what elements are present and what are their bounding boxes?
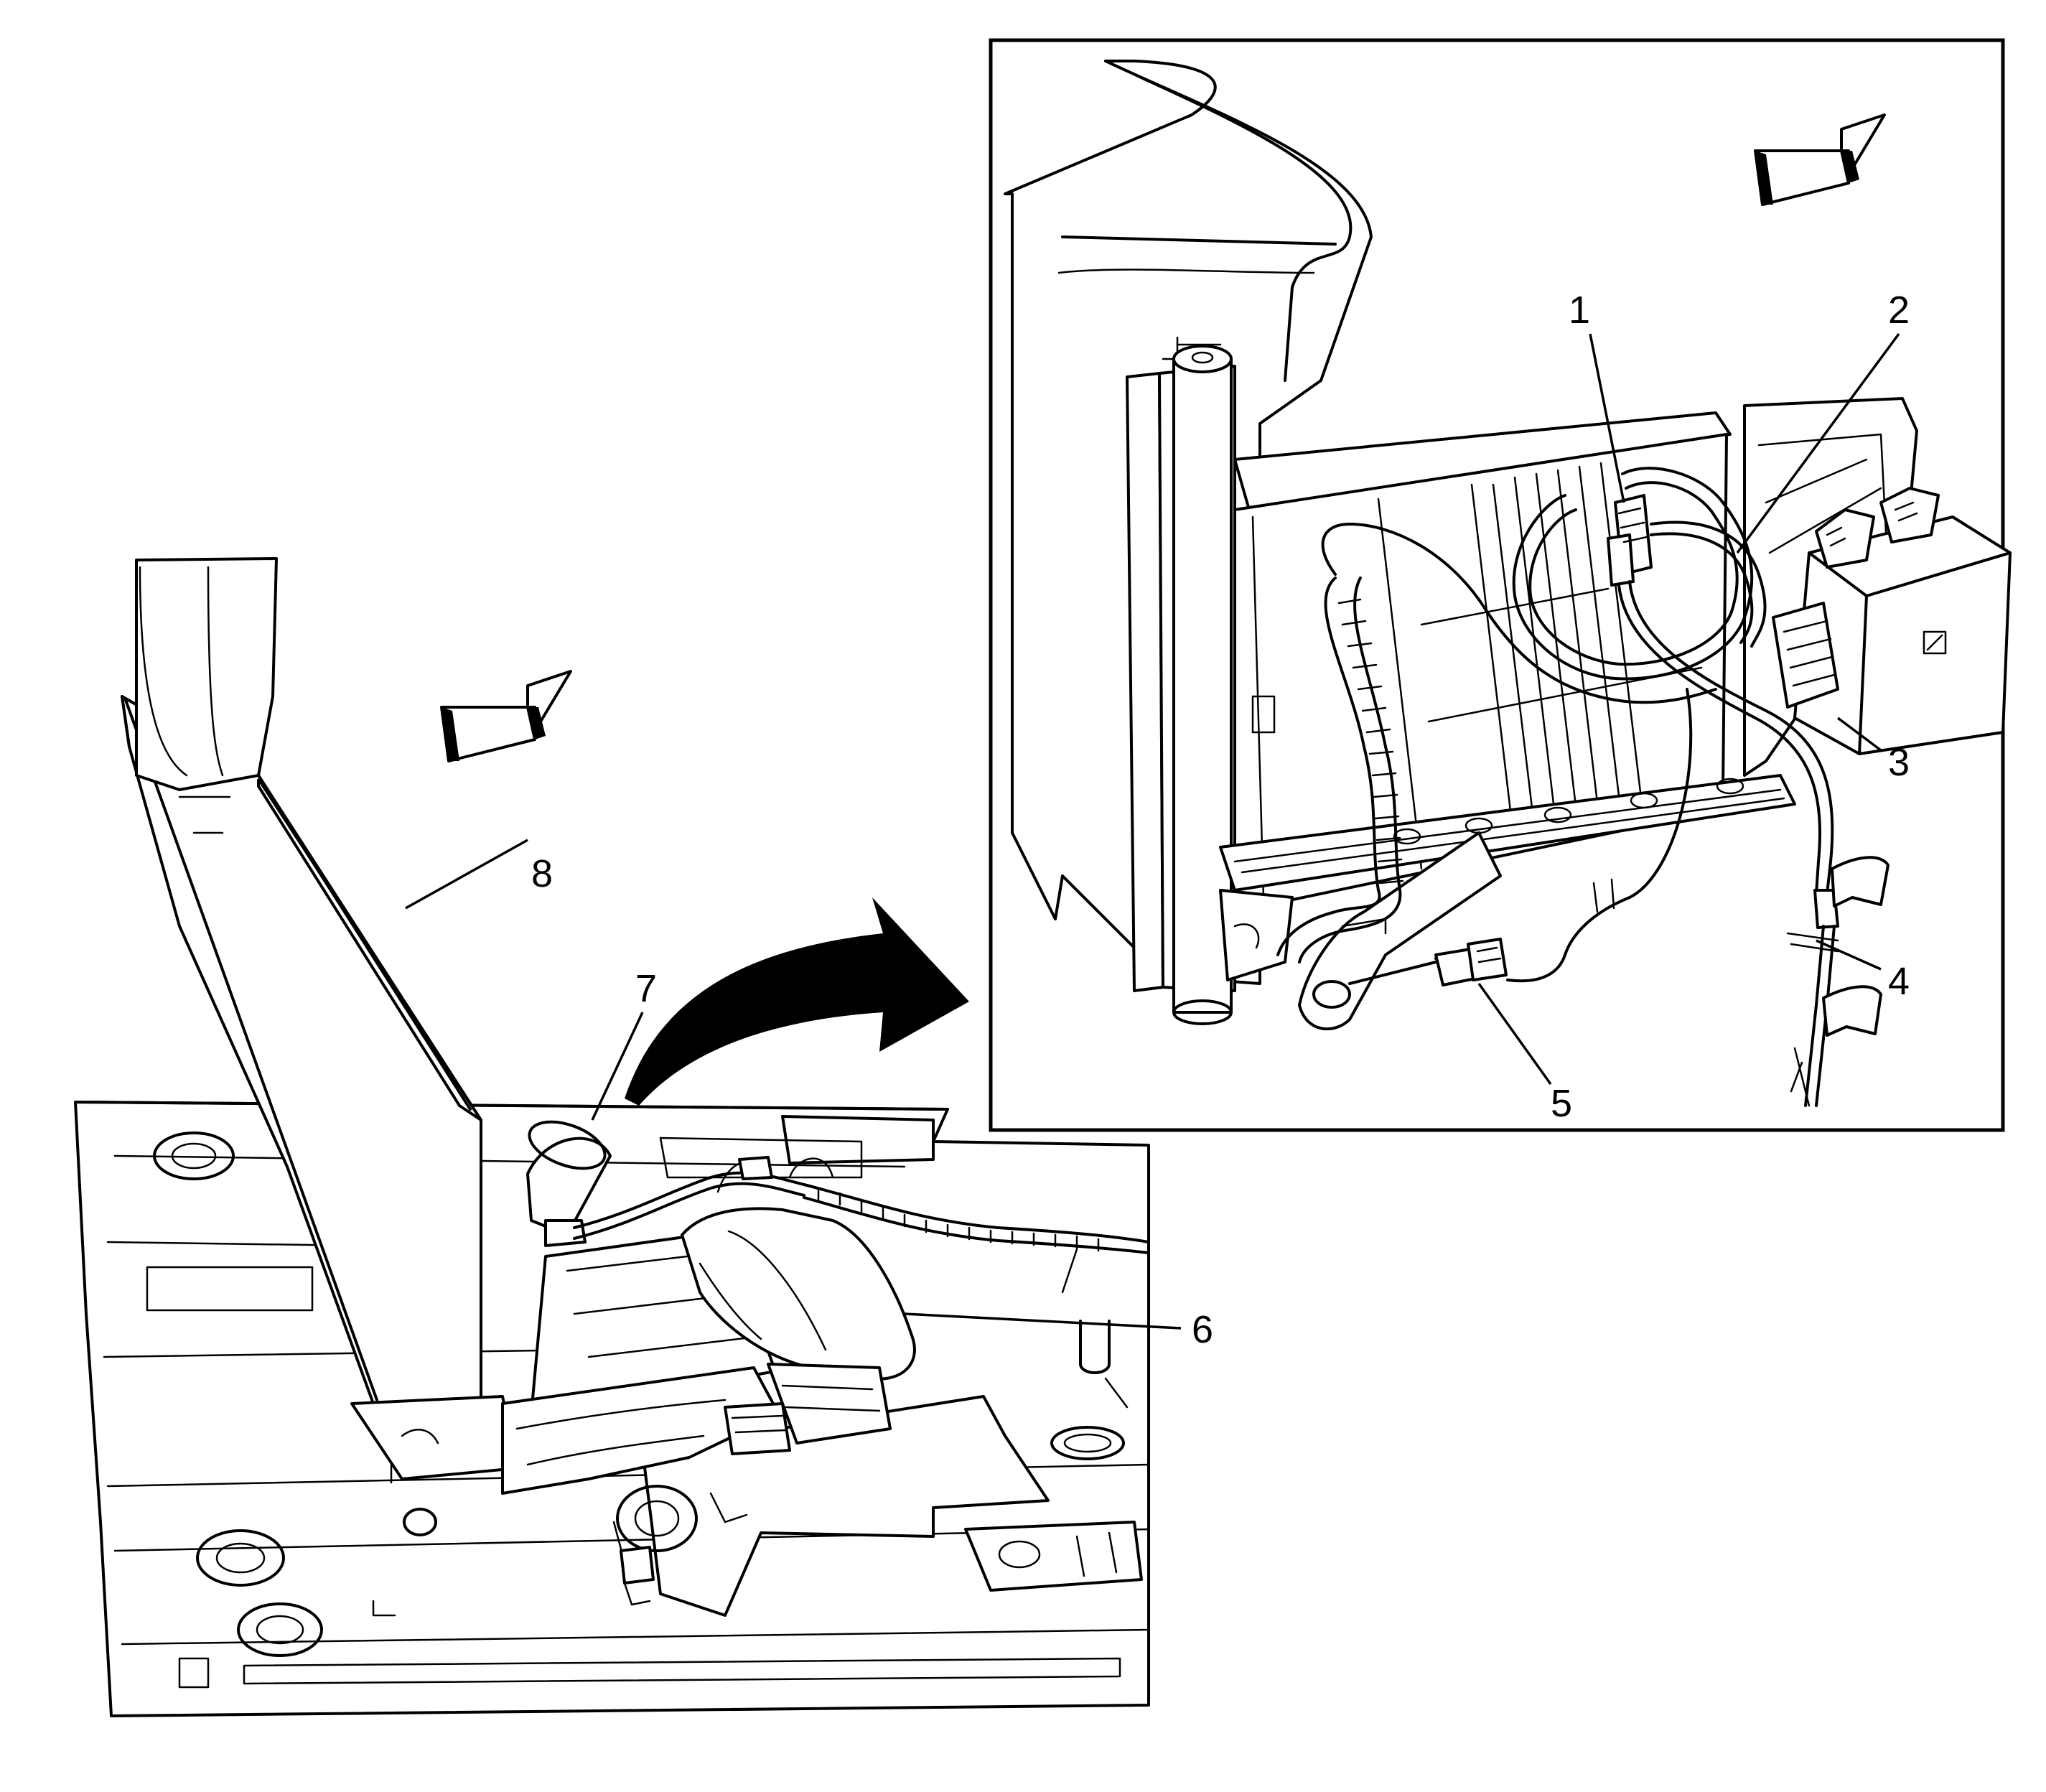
callout-6: 6: [1192, 1308, 1213, 1351]
seat-module-6: [681, 1207, 916, 1455]
leader-lines: [405, 332, 1900, 1330]
forward-arrow-main-icon: [440, 670, 572, 762]
harness-main: [526, 1120, 1150, 1254]
detail-pointer-icon: [625, 897, 969, 1106]
forward-arrow-detail-icon: [1754, 113, 1886, 206]
callout-8: 8: [531, 852, 553, 895]
seat-back: [121, 557, 518, 1536]
callout-7: 7: [635, 967, 657, 1010]
callout-1: 1: [1569, 289, 1590, 332]
detail-inset: [989, 38, 2012, 1132]
callout-2: 2: [1888, 289, 1910, 332]
callout-3: 3: [1888, 741, 1910, 784]
callout-5: 5: [1551, 1082, 1572, 1125]
callout-4: 4: [1888, 960, 1910, 1003]
